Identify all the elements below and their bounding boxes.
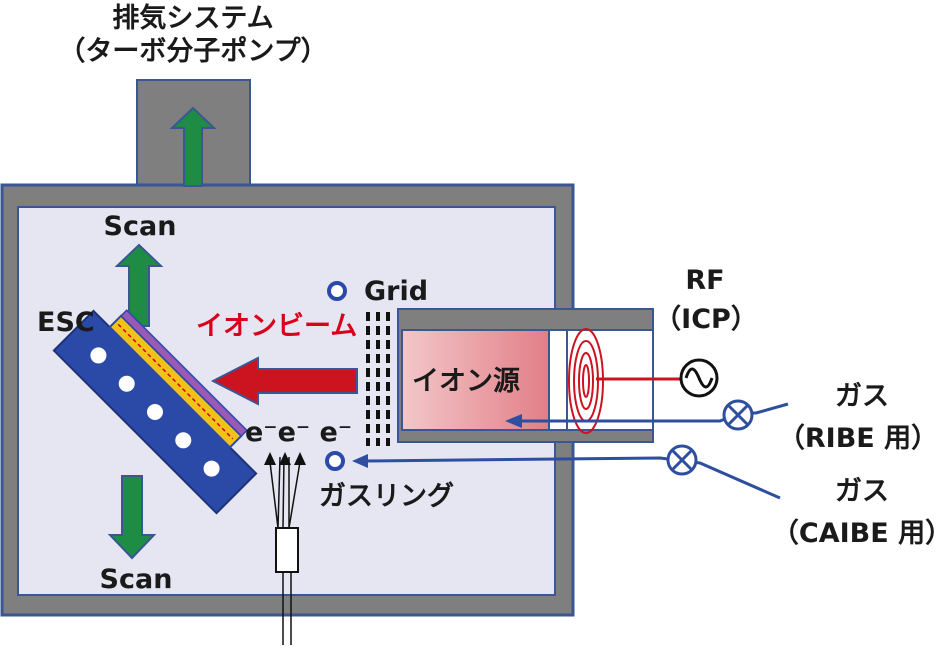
gas-caibe-arrowhead (352, 454, 368, 468)
exhaust-title: 排気システム (112, 2, 273, 34)
scan-top-label: Scan (104, 211, 177, 242)
icp-coil (568, 328, 604, 434)
gas-valve-caibe-icon (666, 444, 698, 476)
gas-ring-icon (325, 451, 345, 471)
esc-hole (175, 432, 192, 449)
esc-hole (147, 404, 163, 420)
esc-hole (90, 347, 107, 364)
gas-ring-label: ガスリング (319, 480, 454, 512)
gas-valve-ribe-icon (722, 399, 754, 431)
wafer-film (119, 309, 248, 438)
ion-beam-arrow (210, 356, 358, 406)
gas-ribe-label: ガス (835, 381, 889, 412)
rf-label: RF (685, 265, 724, 296)
gas-ribe-usage: （RIBE 用） (778, 423, 938, 454)
scan-bottom-label: Scan (100, 564, 173, 595)
gas-ribe-arrowhead (505, 414, 522, 428)
esc-hole (203, 460, 220, 477)
esc-hole (118, 375, 135, 392)
rf-source-icon (679, 358, 719, 398)
gas-caibe-usage: （CAIBE 用） (772, 518, 948, 549)
electrons-label: e⁻e⁻ e⁻ (245, 417, 352, 448)
exhaust-arrow (169, 106, 217, 187)
gas-caibe-label: ガス (835, 476, 889, 507)
scan-down-arrow (107, 475, 157, 560)
neutralizer (264, 452, 306, 645)
ion-source-plasma (401, 329, 550, 431)
esc-label: ESC (37, 307, 95, 338)
ion-source-label: イオン源 (412, 366, 520, 397)
ion-beam-label: イオンビーム (196, 311, 357, 342)
esc-stage (52, 309, 258, 515)
grid-label: Grid (364, 276, 428, 307)
extraction-grid (366, 312, 390, 446)
grid-marker-icon (327, 281, 347, 301)
exhaust-subtitle: （ターボ分子ポンプ） (58, 36, 327, 67)
icp-label: （ICP） (654, 304, 758, 335)
